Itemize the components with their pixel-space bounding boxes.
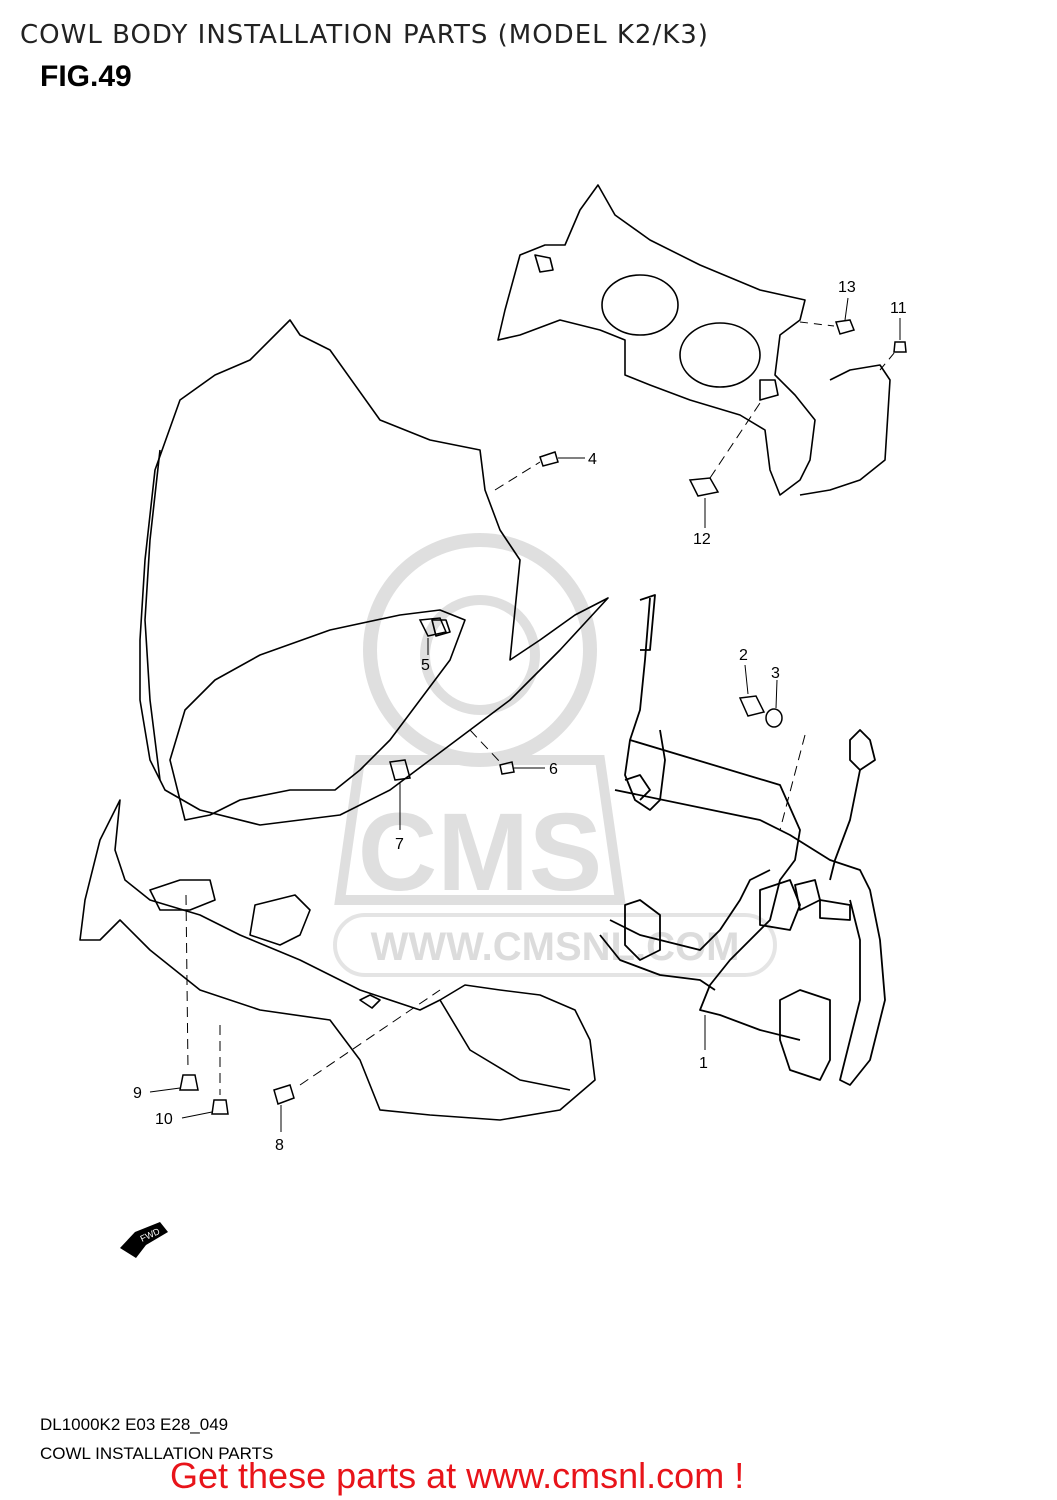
- callout-12: 12: [693, 531, 711, 548]
- screw-4: [539, 451, 559, 467]
- screw-11: [893, 341, 907, 353]
- bolt-2: [738, 695, 766, 717]
- watermark: CMS WWW.CMSNL.COM: [333, 533, 777, 977]
- callout-7: 7: [395, 836, 404, 853]
- page-title: COWL BODY INSTALLATION PARTS (MODEL K2/K…: [20, 20, 709, 50]
- watermark-url-bar: [333, 913, 777, 977]
- grommet-12: [688, 477, 720, 497]
- callout-4: 4: [588, 451, 597, 468]
- screw-6: [499, 761, 515, 775]
- rivet-10: [211, 1099, 229, 1115]
- rivet-9: [179, 1074, 199, 1091]
- nut-5: [418, 617, 448, 637]
- watermark-logo-wrench: [334, 755, 626, 905]
- watermark-brand: CMS: [358, 791, 602, 914]
- leader-lines: [149, 297, 901, 1132]
- callout-2: 2: [739, 647, 748, 664]
- callout-labels: 1 2 3 4 5 6 7 8 9 10 11 12 13: [133, 279, 907, 1154]
- watermark-url: WWW.CMSNL.COM: [371, 925, 740, 969]
- fasteners: [179, 319, 907, 1115]
- callout-3: 3: [771, 665, 780, 682]
- screw-13: [835, 319, 856, 335]
- callout-13: 13: [838, 279, 856, 296]
- diagram-description: COWL INSTALLATION PARTS: [40, 1444, 274, 1463]
- callout-1: 1: [699, 1055, 708, 1072]
- inner-upper-panel: [497, 184, 891, 496]
- callout-8: 8: [275, 1137, 284, 1154]
- figure-number: FIG.49: [40, 60, 132, 93]
- watermark-logo-face: [420, 595, 540, 715]
- washer-3: [765, 708, 783, 728]
- callout-10: 10: [155, 1111, 173, 1128]
- forward-arrow: FWD: [120, 1222, 168, 1258]
- callout-6: 6: [549, 761, 558, 778]
- lower-side-cowl: [79, 799, 596, 1121]
- watermark-logo-ring: [363, 533, 597, 767]
- callout-5: 5: [421, 657, 430, 674]
- diagram-code: DL1000K2 E03 E28_049: [40, 1415, 229, 1434]
- callout-9: 9: [133, 1085, 142, 1102]
- callout-11: 11: [890, 300, 907, 317]
- buy-parts-link[interactable]: Get these parts at www.cmsnl.com !: [170, 1455, 745, 1496]
- cowl-frame-bracket: [599, 594, 886, 1086]
- forward-arrow-icon: [120, 1222, 168, 1258]
- screw-8: [273, 1084, 295, 1105]
- clip-7: [389, 759, 411, 781]
